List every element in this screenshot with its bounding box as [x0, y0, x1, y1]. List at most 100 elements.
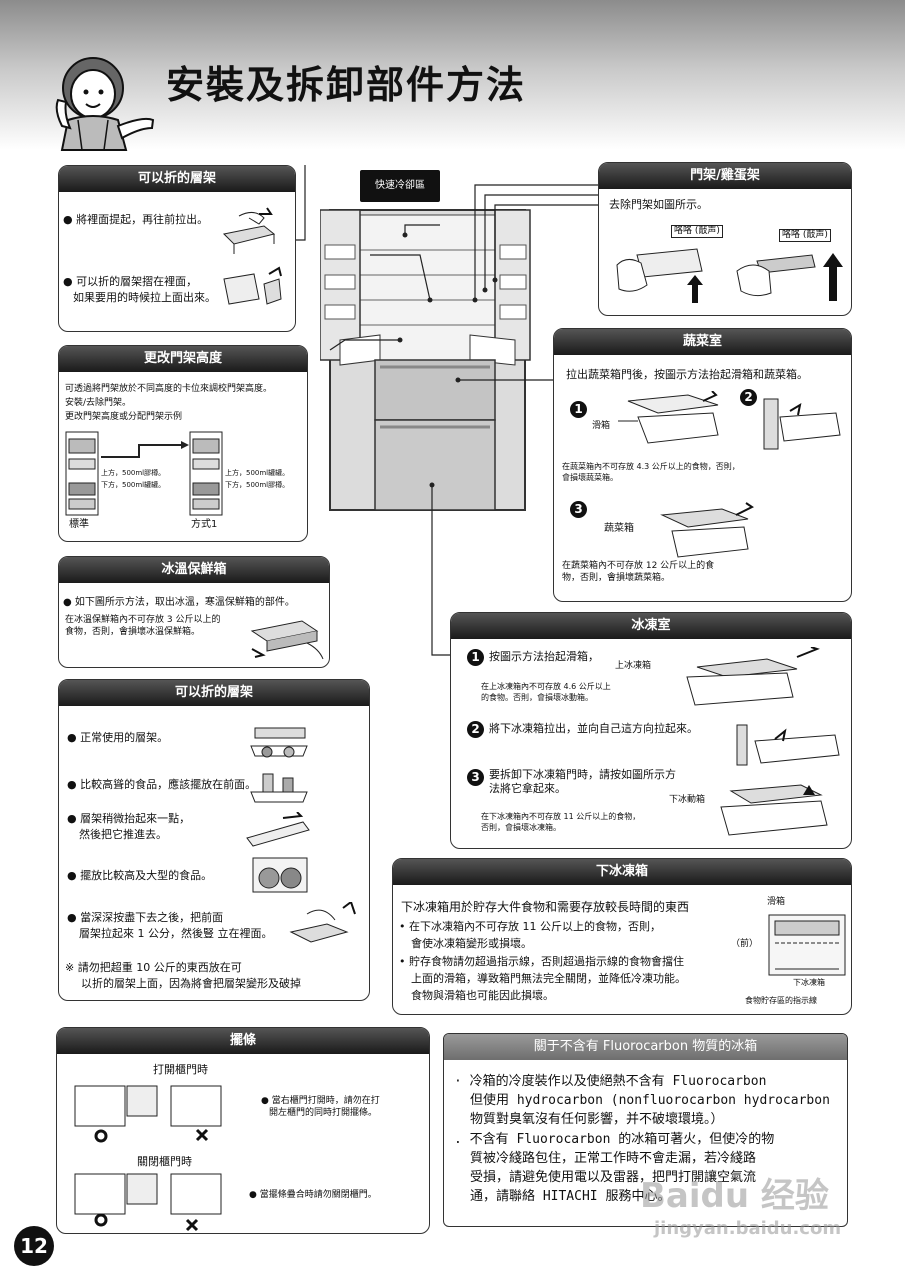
warning-text: 在下冰凍箱內不可存放 11 公斤以上的食物， — [481, 812, 641, 821]
rack-note: 上方，500ml罐罐。 — [225, 469, 290, 477]
warning-text: 食物，否則，會損壞冰溫保鮮箱。 — [65, 627, 201, 637]
bullet-line-cont: 如果要用的時候拉上面出來。 — [73, 291, 216, 304]
panel-header: 門架/雞蛋架 — [599, 163, 851, 189]
bullet-line: ● 擺放比較高及大型的食品。 — [67, 869, 213, 882]
instruction-text: 要拆卸下冰凍箱門時，請按如圖所示方 — [489, 768, 676, 781]
panel-header: 蔬菜室 — [554, 329, 851, 355]
step-number-2: 2 — [467, 721, 484, 738]
shelf-push-illustration — [246, 812, 310, 847]
bullet-line: ● 層架稍微抬起來一點， — [67, 812, 191, 825]
instruction-text: 去除門架如圖所示。 — [609, 198, 708, 211]
open-door-illustration — [74, 1085, 222, 1143]
click-sound-label: 咯咯 (敲声) — [779, 229, 831, 242]
panel-header: 可以折的層架 — [59, 166, 295, 192]
intro-text: 下冰凍箱用於貯存大件食物和需要存放較長時間的東西 — [401, 900, 690, 914]
instruction-text: 法將它拿起來。 — [489, 782, 566, 795]
step-number-3: 3 — [467, 769, 484, 786]
arrow-icon — [101, 441, 189, 458]
bullet-line-cont: 上面的滑箱，導致箱門無法完全關閉，並降低冷凍功能。 — [411, 972, 686, 985]
bullet-line: ● 當擺條疊合時請勿關閉櫃門。 — [249, 1190, 377, 1200]
paragraph-line: · 冷箱的冷度裝作以及使絕熱不含有 Fluorocarbon — [454, 1074, 767, 1089]
step-number-1: 1 — [570, 401, 587, 418]
shelf-large-items-illustration — [252, 857, 308, 893]
fluorocarbon-info-panel: 關于不含有 Fluorocarbon 物質的冰箱 · 冷箱的冷度裝作以及使絕熱不… — [443, 1033, 848, 1227]
freezer-step3-illustration — [720, 784, 828, 836]
step-number-3: 3 — [570, 501, 587, 518]
freezer-step2-illustration — [736, 724, 840, 766]
door-rack-height-panel: 更改門架高度 可透過將門架放於不同高度的卡位來調校門架高度。 安裝/去除門架。 … — [58, 345, 308, 542]
vegetable-compartment-panel: 蔬菜室 拉出蔬菜箱門後，按圖示方法抬起滑箱和蔬菜箱。 1 2 滑箱 在蔬菜箱內不… — [553, 328, 852, 602]
paragraph-line: . 不含有 Fluorocarbon 的冰箱可著火，但使冷的物 — [454, 1132, 775, 1147]
upper-freezer-box-label: 上冰凍箱 — [615, 661, 652, 671]
door-rack-standard-illustration — [65, 431, 99, 516]
front-label: （前） — [731, 939, 759, 949]
divider-strip-panel: 擺條 打開櫃門時 ● 當右櫃門打開時，請勿在打 開左櫃門的同時打開擺條。 關閉櫃… — [56, 1027, 430, 1234]
vegetable-box-label: 蔬菜箱 — [604, 523, 634, 534]
rack-note: 下方，500ml膠樽。 — [225, 481, 290, 489]
warning-text: 的食物。否則，會損壞冰動箱。 — [481, 693, 593, 702]
panel-header: 更改門架高度 — [59, 346, 307, 372]
note-text: 以折的層架上面，因為將會把層架變形及破掉 — [81, 977, 301, 990]
fold-shelf-bottom-panel: 可以折的層架 ● 正常使用的層架。 ● 比較高聳的食品，應該擺放在前面。 ● 層… — [58, 679, 370, 1001]
instruction-text: 可透過將門架放於不同高度的卡位來調校門架高度。 — [65, 384, 273, 394]
lower-freezer-box-label: 下冰凍箱 — [793, 978, 825, 987]
vegetable-step2-illustration — [763, 398, 841, 450]
warning-text: 在上冰凍箱內不可存放 4.6 公斤以上 — [481, 682, 611, 691]
bullet-line: ● 當深深按盡下去之後，把前面 — [67, 911, 224, 924]
bullet-line: ● 可以折的層架摺在裡面， — [63, 275, 198, 288]
slide-box-label: 滑箱 — [767, 897, 786, 907]
instruction-text: 更改門架高度或分配門架示例 — [65, 412, 183, 422]
warning-text: 在冰溫保鮮箱內不可存放 3 公斤以上的 — [65, 615, 221, 625]
note-text: ※ 請勿把超重 10 公斤的東西放在可 — [65, 961, 242, 974]
ice-box-illustration — [250, 620, 324, 660]
shelf-pull-illustration — [222, 207, 276, 254]
quick-chill-label: 快速冷卻區 — [360, 170, 440, 202]
step-number-1: 1 — [467, 649, 484, 666]
bullet-line: • 貯存食物請勿超過指示線，否則超過指示線的食物會擋住 — [399, 955, 684, 968]
click-sound-label: 咯咯 (敲声) — [671, 225, 723, 238]
door-rack-egg-tray-panel: 門架/雞蛋架 去除門架如圖所示。 咯咯 (敲声) 咯咯 (敲声) — [598, 162, 852, 316]
warning-text: 在蔬菜箱內不可存放 12 公斤以上的食 — [562, 561, 715, 571]
panel-header: 擺條 — [57, 1028, 429, 1054]
panel-header: 下冰凍箱 — [393, 859, 851, 885]
panel-header: 關于不含有 Fluorocarbon 物質的冰箱 — [444, 1034, 847, 1060]
bullet-line-cont: 食物與滑箱也可能因此損壞。 — [411, 989, 554, 1002]
caption-option1: 方式1 — [191, 519, 218, 530]
bullet-line: ● 當右櫃門打開時，請勿在打 — [261, 1096, 380, 1106]
lower-freezer-box-label: 下冰動箱 — [669, 795, 706, 805]
bullet-line: ● 如下圖所示方法，取出冰溫，寒溫保鮮箱的部件。 — [63, 597, 295, 608]
lower-freezer-box-panel: 下冰凍箱 下冰凍箱用於貯存大件食物和需要存放較長時間的東西 • 在下冰凍箱內不可… — [392, 858, 852, 1015]
bullet-line-cont: 會使冰凍箱變形或損壞。 — [411, 937, 532, 950]
instruction-text: 將下冰凍箱拉出，並向自己這方向拉起來。 — [489, 722, 698, 735]
step-number-2: 2 — [740, 389, 757, 406]
freezer-step1-illustration — [686, 647, 820, 706]
paragraph-line: 通，請聯絡 HITACHI 服務中心。 — [470, 1189, 671, 1204]
panel-header: 冰溫保鮮箱 — [59, 557, 329, 583]
close-door-illustration — [74, 1173, 222, 1232]
shelf-normal-illustration — [250, 727, 308, 758]
vegetable-step1-illustration — [618, 391, 719, 444]
lower-freezer-illustration — [768, 914, 846, 976]
watermark-url: jingyan.baidu.com — [654, 1218, 842, 1239]
shelf-tall-items-illustration — [250, 773, 308, 803]
open-door-title: 打開櫃門時 — [153, 1063, 208, 1076]
warning-text: 物，否則，會損壞蔬菜箱。 — [562, 573, 671, 583]
page-number-badge: 12 — [14, 1226, 54, 1266]
bullet-line: ● 正常使用的層架。 — [67, 731, 169, 744]
instruction-text: 按圖示方法抬起滑箱， — [489, 650, 599, 663]
bullet-line: • 在下冰凍箱內不可存放 11 公斤以上的食物，否則， — [399, 920, 661, 933]
watermark-brand: Baidu 经验 — [640, 1176, 829, 1216]
paragraph-line: 質被冷綫路包住，正常工作時不會走漏，若冷綫路 — [470, 1151, 757, 1166]
page-title: 安裝及拆卸部件方法 — [166, 63, 527, 107]
fold-shelf-top-panel: 可以折的層架 ● 將裡面提起，再往前拉出。 ● 可以折的層架摺在裡面， 如果要用… — [58, 165, 296, 332]
fridge-illustration — [320, 209, 531, 511]
paragraph-line: 但使用 hydrocarbon (nonfluorocarbon hydroca… — [470, 1093, 830, 1108]
panel-header: 冰凍室 — [451, 613, 851, 639]
ice-temperature-box-panel: 冰溫保鮮箱 ● 如下圖所示方法，取出冰溫，寒溫保鮮箱的部件。 在冰溫保鮮箱內不可… — [58, 556, 330, 668]
door-rack-removal-illustration — [616, 248, 703, 303]
bullet-line-cont: 開左櫃門的同時打開擺條。 — [269, 1108, 378, 1118]
door-rack-option-illustration — [189, 431, 223, 516]
warning-text: 會損壞蔬菜箱。 — [562, 473, 618, 482]
mascot-illustration — [55, 57, 155, 151]
